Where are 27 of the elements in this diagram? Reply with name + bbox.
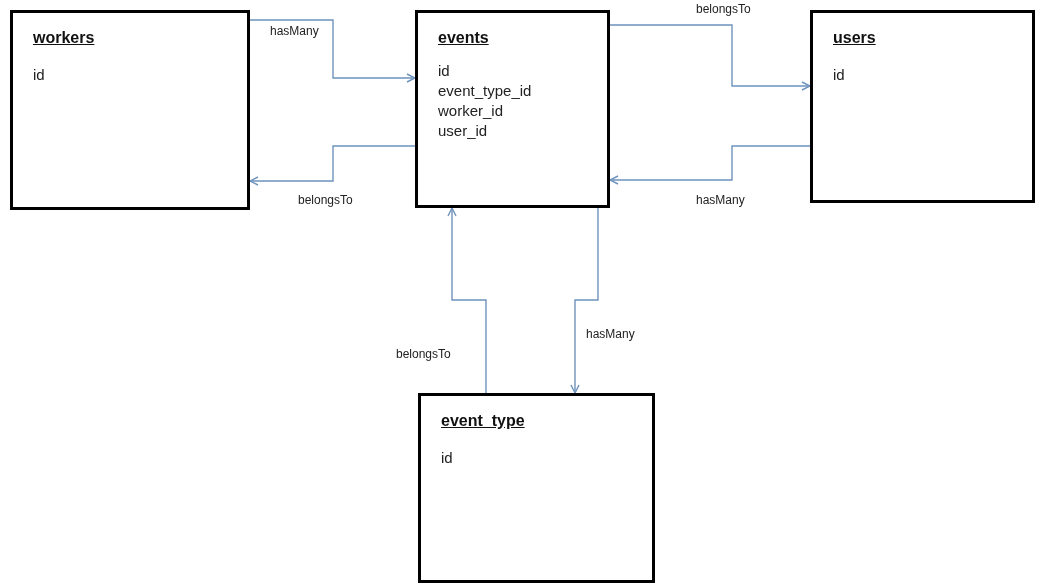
field-name: event_type_id <box>438 81 533 101</box>
edge-label: belongsTo <box>694 2 753 16</box>
edge-label: hasMany <box>268 24 321 38</box>
field-name: user_id <box>438 121 489 141</box>
edge-label: hasMany <box>694 193 747 207</box>
edge-label: belongsTo <box>394 347 453 361</box>
entity-box <box>415 10 610 208</box>
edge-label: hasMany <box>584 327 637 341</box>
connector-arrow <box>249 19 416 83</box>
entity-name: events <box>438 29 490 47</box>
connector-arrow <box>570 207 599 394</box>
field-name: id <box>438 61 451 81</box>
entity-box <box>10 10 250 210</box>
field-name: id <box>441 448 454 468</box>
entity-name: users <box>833 29 877 47</box>
connector-arrow <box>447 207 487 394</box>
entity-box <box>418 393 655 583</box>
field-name: id <box>33 65 46 85</box>
connector-arrow <box>609 24 811 91</box>
field-name: worker_id <box>438 101 505 121</box>
entity-name: event_type <box>441 412 526 430</box>
entity-box <box>810 10 1035 203</box>
connector-arrow <box>249 145 416 186</box>
field-name: id <box>833 65 846 85</box>
edge-label: belongsTo <box>296 193 355 207</box>
connector-arrow <box>609 145 811 185</box>
entity-name: workers <box>33 29 96 47</box>
